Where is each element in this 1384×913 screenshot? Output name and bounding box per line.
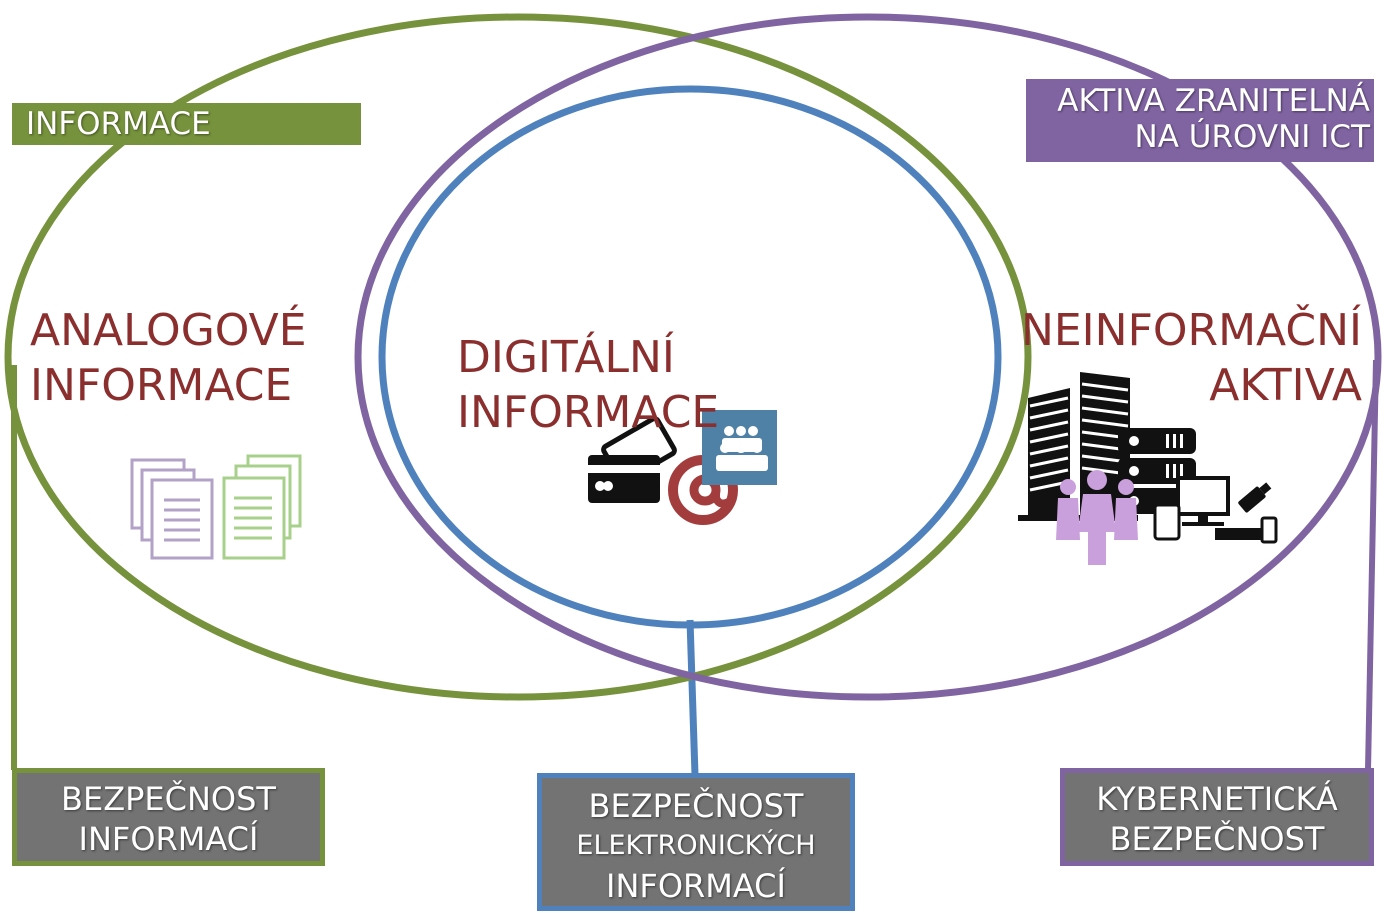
non-information-assets-label: NEINFORMAČNÍ AKTIVA bbox=[1021, 303, 1362, 413]
ict-assets-ellipse bbox=[354, 13, 1382, 701]
ict-assets-tag: AKTIVA ZRANITELNÁ NA ÚROVNI ICT bbox=[1026, 79, 1374, 162]
analog-information-label: ANALOGOVÉ INFORMACE bbox=[30, 303, 307, 413]
information-security-box: BEZPEČNOST INFORMACÍ bbox=[12, 768, 325, 866]
noninfo-line1: NEINFORMAČNÍ bbox=[1020, 305, 1362, 356]
info-security-line2: INFORMACÍ bbox=[78, 820, 259, 858]
analog-line1: ANALOGOVÉ bbox=[30, 305, 307, 356]
ict-assets-tag-line1: AKTIVA ZRANITELNÁ bbox=[1057, 83, 1370, 119]
documents-icon bbox=[130, 454, 302, 560]
purple-connector bbox=[1365, 359, 1379, 771]
cyber-line1: KYBERNETICKÁ bbox=[1096, 780, 1338, 818]
digital-information-label: DIGITÁLNÍ INFORMACE bbox=[457, 330, 719, 440]
informace-tag: INFORMACE bbox=[12, 103, 361, 145]
payment-card-icon bbox=[588, 416, 677, 503]
analog-line2: INFORMACE bbox=[30, 360, 293, 411]
analog-information-ellipse bbox=[4, 13, 1032, 701]
devices-icon bbox=[1153, 476, 1278, 544]
electronic-line1: BEZPEČNOST bbox=[588, 787, 804, 825]
digital-information-ellipse bbox=[378, 85, 1002, 629]
noninfo-line2: AKTIVA bbox=[1209, 360, 1362, 411]
electronic-line2: ELEKTRONICKÝCH bbox=[576, 830, 816, 861]
group-icon bbox=[702, 410, 777, 485]
informace-tag-label: INFORMACE bbox=[26, 106, 211, 142]
info-security-line1: BEZPEČNOST bbox=[61, 780, 276, 818]
electronic-information-security-box: BEZPEČNOST ELEKTRONICKÝCH INFORMACÍ bbox=[537, 773, 855, 911]
people-icon bbox=[1056, 470, 1138, 565]
electronic-line3: INFORMACÍ bbox=[606, 867, 786, 905]
blue-connector bbox=[686, 619, 699, 776]
digital-line2: INFORMACE bbox=[457, 387, 720, 438]
ict-assets-tag-line2: NA ÚROVNI ICT bbox=[1134, 119, 1370, 155]
cyber-security-box: KYBERNETICKÁ BEZPEČNOST bbox=[1060, 768, 1374, 866]
digital-line1: DIGITÁLNÍ bbox=[457, 332, 675, 383]
cyber-line2: BEZPEČNOST bbox=[1109, 820, 1325, 858]
